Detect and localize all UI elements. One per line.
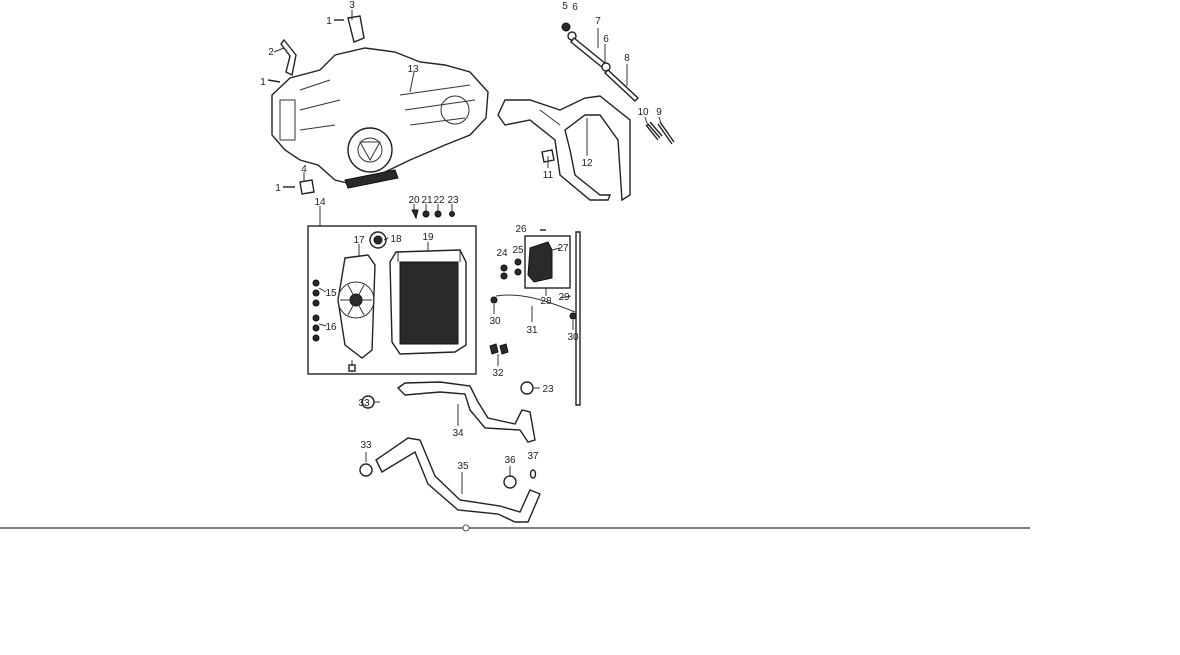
label-part-29: 29 bbox=[558, 292, 570, 303]
bolt-part-1a bbox=[267, 79, 281, 83]
label-part-1b: 1 bbox=[260, 77, 266, 88]
label-part-5: 5 bbox=[562, 1, 568, 12]
engine-assembly bbox=[271, 47, 489, 189]
label-part-32: 32 bbox=[492, 368, 504, 379]
water-hose-part-35 bbox=[375, 437, 541, 523]
water-hose-part-34 bbox=[396, 381, 536, 443]
label-part-15: 15 bbox=[325, 288, 337, 299]
label-part-14: 14 bbox=[314, 197, 326, 208]
label-part-13: 13 bbox=[407, 64, 419, 75]
hose-part-31 bbox=[495, 294, 576, 313]
clips-part-32 bbox=[489, 343, 509, 355]
label-part-23a: 23 bbox=[447, 195, 459, 206]
label-part-20: 20 bbox=[408, 195, 420, 206]
label-part-19: 19 bbox=[422, 232, 434, 243]
label-part-7: 7 bbox=[595, 16, 601, 27]
frame-marker bbox=[462, 524, 470, 532]
label-part-31: 31 bbox=[526, 325, 538, 336]
pivot-shaft-part-7 bbox=[570, 36, 607, 70]
label-part-27: 27 bbox=[557, 243, 569, 254]
bolt-part-24 bbox=[500, 264, 508, 272]
label-part-23b: 23 bbox=[542, 384, 554, 395]
spring-part-9 bbox=[657, 121, 675, 145]
label-part-26: 26 bbox=[515, 224, 527, 235]
label-part-4: 4 bbox=[301, 164, 307, 175]
label-part-30b: 30 bbox=[567, 332, 579, 343]
label-part-21: 21 bbox=[421, 195, 433, 206]
clamp-part-36 bbox=[503, 475, 517, 489]
washer-part-6b bbox=[601, 62, 611, 72]
bolt-part-25 bbox=[514, 258, 522, 266]
main-stand-part-12 bbox=[497, 95, 631, 202]
pin-part-8 bbox=[603, 69, 640, 102]
label-part-8: 8 bbox=[624, 53, 630, 64]
label-part-6a: 6 bbox=[572, 2, 578, 13]
reservoir-tank-part-27 bbox=[527, 241, 553, 283]
label-part-3: 3 bbox=[349, 0, 355, 11]
o-ring-part-37 bbox=[529, 469, 537, 479]
label-part-22: 22 bbox=[433, 195, 445, 206]
label-part-25: 25 bbox=[512, 245, 524, 256]
leader-lines bbox=[273, 10, 663, 494]
label-part-28: 28 bbox=[540, 296, 552, 307]
label-part-6b: 6 bbox=[603, 34, 609, 45]
cap-part-3 bbox=[347, 15, 365, 43]
clamp-part-33b bbox=[359, 463, 373, 477]
label-part-33b: 33 bbox=[360, 440, 372, 451]
plug-part-4 bbox=[299, 179, 315, 195]
bracket-part-2 bbox=[280, 38, 297, 77]
label-part-12: 12 bbox=[581, 158, 593, 169]
label-part-1a: 1 bbox=[326, 16, 332, 27]
label-part-10: 10 bbox=[637, 107, 649, 118]
fasteners-part-20-23 bbox=[411, 209, 455, 220]
label-part-2: 2 bbox=[268, 47, 274, 58]
clamp-part-30a bbox=[490, 296, 498, 304]
label-part-1c: 1 bbox=[275, 183, 281, 194]
label-part-35: 35 bbox=[457, 461, 469, 472]
cooling-fan-part-17 bbox=[337, 254, 376, 372]
screws-part-15 bbox=[312, 279, 320, 307]
label-part-36: 36 bbox=[504, 455, 516, 466]
label-part-33a: 33 bbox=[358, 398, 370, 409]
radiator-core-part-19 bbox=[389, 249, 467, 355]
spring-part-10 bbox=[645, 121, 663, 141]
screws-part-16 bbox=[312, 314, 320, 342]
overflow-tube-part-29 bbox=[575, 231, 581, 406]
label-part-37: 37 bbox=[527, 451, 539, 462]
label-part-34: 34 bbox=[452, 428, 464, 439]
label-part-11: 11 bbox=[543, 170, 554, 181]
label-part-30a: 30 bbox=[489, 316, 501, 327]
label-part-24: 24 bbox=[496, 248, 508, 259]
label-part-17: 17 bbox=[353, 235, 365, 246]
clamp-part-30b bbox=[569, 312, 577, 320]
label-part-16: 16 bbox=[325, 322, 337, 333]
label-part-9: 9 bbox=[656, 107, 662, 118]
nut-part-5 bbox=[561, 22, 571, 32]
label-part-18: 18 bbox=[390, 234, 402, 245]
clamp-part-23b bbox=[520, 381, 534, 395]
